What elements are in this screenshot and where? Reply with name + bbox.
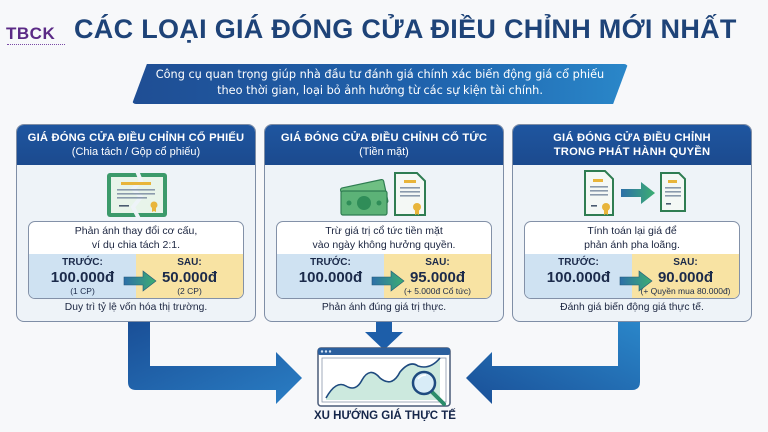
logo-text: TBCK: [6, 24, 56, 43]
after-panel: SAU: 90.000đ (+ Quyền mua 80.000đ): [632, 254, 739, 298]
after-note: (2 CP): [177, 286, 202, 296]
before-label: TRƯỚC:: [310, 257, 351, 268]
before-panel: TRƯỚC: 100.000đ: [277, 254, 384, 298]
after-note: (+ 5.000đ Cổ tức): [404, 286, 471, 296]
card-description: Trừ giá trị cổ tức tiền mặt vào ngày khô…: [277, 222, 491, 254]
after-panel: SAU: 95.000đ (+ 5.000đ Cổ tức): [384, 254, 491, 298]
before-label: TRƯỚC:: [62, 257, 103, 268]
certificate-to-document-icon: [513, 165, 751, 223]
card-stock-split: GIÁ ĐÓNG CỬA ĐIỀU CHỈNH CỔ PHIẾU (Chia t…: [16, 124, 256, 322]
before-panel: TRƯỚC: 100.000đ (1 CP): [29, 254, 136, 298]
right-arrow-icon: [619, 270, 653, 292]
subtitle-text: Công cụ quan trọng giúp nhà đầu tư đánh …: [150, 67, 610, 99]
right-arrow-icon: [371, 270, 405, 292]
before-value: 100.000đ: [546, 269, 611, 286]
card-rights-issue: GIÁ ĐÓNG CỬA ĐIỀU CHỈNH TRONG PHÁT HÀNH …: [512, 124, 752, 322]
card-title: GIÁ ĐÓNG CỬA ĐIỀU CHỈNH CỔ TỨC: [280, 132, 488, 144]
chart-window-magnifier-icon: [317, 347, 451, 407]
desc-line-2: phản ánh pha loãng.: [584, 239, 680, 251]
card-footer: Duy trì tỷ lệ vốn hóa thị trường.: [64, 302, 208, 313]
card-cash-dividend: GIÁ ĐÓNG CỬA ĐIỀU CHỈNH CỔ TỨC (Tiền mặt…: [264, 124, 504, 322]
subtitle-banner: [132, 64, 628, 104]
after-panel: SAU: 50.000đ (2 CP): [136, 254, 243, 298]
logo-underline: [7, 44, 65, 46]
before-value: 100.000đ: [50, 269, 115, 286]
subtitle-line-1: Công cụ quan trọng giúp nhà đầu tư đánh …: [155, 68, 605, 81]
cash-and-certificate-icon: [265, 165, 503, 223]
card-subtitle: (Tiền mặt): [359, 146, 409, 158]
torn-certificate-icon: [17, 165, 255, 223]
desc-line-2: vào ngày không hưởng quyền.: [312, 239, 456, 251]
after-value: 50.000đ: [161, 269, 218, 286]
subtitle-line-2: theo thời gian, loại bỏ ảnh hưởng từ các…: [217, 84, 543, 97]
price-comparison: TRƯỚC: 100.000đ SAU: 95.000đ (+ 5.000đ C…: [277, 254, 491, 298]
center-flow-arrow: [365, 322, 403, 350]
after-note: (+ Quyền mua 80.000đ): [640, 286, 731, 296]
card-title: GIÁ ĐÓNG CỬA ĐIỀU CHỈNH: [553, 132, 711, 144]
card-footer: Phản ánh đúng giá trị thực.: [321, 302, 447, 313]
card-title: GIÁ ĐÓNG CỬA ĐIỀU CHỈNH CỔ PHIẾU: [27, 132, 245, 144]
after-label: SAU:: [177, 257, 202, 268]
right-flow-arrow: [466, 322, 640, 404]
right-arrow-icon: [123, 270, 157, 292]
card-detail-box: Tính toán lại giá để phản ánh pha loãng.…: [524, 221, 740, 299]
result-label: XU HƯỚNG GIÁ THỰC TẾ: [314, 410, 456, 422]
card-header: GIÁ ĐÓNG CỬA ĐIỀU CHỈNH CỔ TỨC (Tiền mặt…: [265, 125, 503, 165]
desc-line-1: Tính toán lại giá để: [587, 225, 677, 237]
card-header: GIÁ ĐÓNG CỬA ĐIỀU CHỈNH CỔ PHIẾU (Chia t…: [17, 125, 255, 165]
after-label: SAU:: [425, 257, 450, 268]
card-header: GIÁ ĐÓNG CỬA ĐIỀU CHỈNH TRONG PHÁT HÀNH …: [513, 125, 751, 165]
card-description: Phản ánh thay đổi cơ cấu, ví dụ chia tác…: [29, 222, 243, 254]
before-label: TRƯỚC:: [558, 257, 599, 268]
card-footer: Đánh giá biến động giá thực tế.: [560, 302, 704, 313]
price-comparison: TRƯỚC: 100.000đ (1 CP) SAU: 50.000đ (2 C…: [29, 254, 243, 298]
after-label: SAU:: [673, 257, 698, 268]
card-detail-box: Phản ánh thay đổi cơ cấu, ví dụ chia tác…: [28, 221, 244, 299]
after-value: 90.000đ: [657, 269, 714, 286]
card-detail-box: Trừ giá trị cổ tức tiền mặt vào ngày khô…: [276, 221, 492, 299]
before-note: (1 CP): [70, 286, 95, 296]
desc-line-1: Phản ánh thay đổi cơ cấu,: [74, 225, 198, 237]
desc-line-2: ví dụ chia tách 2:1.: [91, 239, 181, 251]
card-subtitle: (Chia tách / Gộp cổ phiếu): [71, 146, 201, 158]
page-title: CÁC LOẠI GIÁ ĐÓNG CỬA ĐIỀU CHỈNH MỚI NHẤ…: [74, 14, 737, 44]
card-description: Tính toán lại giá để phản ánh pha loãng.: [525, 222, 739, 254]
price-comparison: TRƯỚC: 100.000đ SAU: 90.000đ (+ Quyền mu…: [525, 254, 739, 298]
before-value: 100.000đ: [298, 269, 363, 286]
card-subtitle: TRONG PHÁT HÀNH QUYỀN: [553, 146, 711, 158]
left-flow-arrow: [128, 322, 302, 404]
desc-line-1: Trừ giá trị cổ tức tiền mặt: [325, 225, 443, 237]
after-value: 95.000đ: [409, 269, 466, 286]
before-panel: TRƯỚC: 100.000đ: [525, 254, 632, 298]
